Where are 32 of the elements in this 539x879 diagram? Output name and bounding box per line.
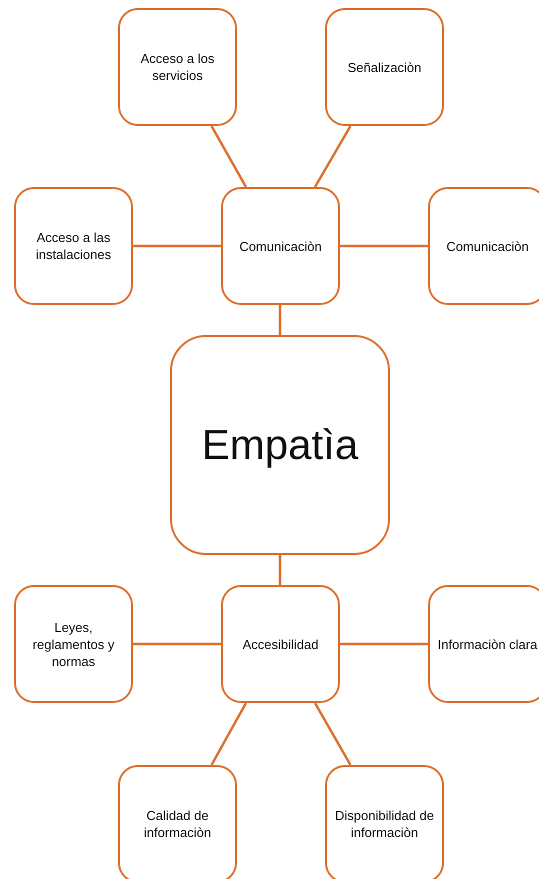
connector-line <box>340 244 428 248</box>
topic-label: Señalizaciòn <box>348 58 422 76</box>
topic-box <box>14 187 133 305</box>
topic-box <box>221 187 340 305</box>
topic-label: Leyes, reglamentos y normas <box>32 618 116 670</box>
connector-line <box>340 642 428 646</box>
topic-box <box>428 585 539 703</box>
connector-line <box>278 555 282 585</box>
connector-line <box>133 244 221 248</box>
topic-box <box>428 187 539 305</box>
topic-box <box>118 765 237 879</box>
topic-label: Accesibilidad <box>242 636 318 652</box>
topic-label: Comunicaciòn <box>446 238 529 254</box>
topic-box <box>325 8 444 126</box>
central-label: Empatìa <box>202 420 358 470</box>
central-box <box>170 335 390 555</box>
topic-box <box>14 585 133 703</box>
connector-line <box>278 305 282 335</box>
topic-label: Disponibilidad de informaciòn <box>334 807 435 841</box>
topic-box <box>118 8 237 126</box>
connector-line <box>314 125 352 188</box>
topic-label: Comunicaciòn <box>239 238 322 254</box>
topic-box <box>325 765 444 879</box>
topic-label: Calidad de informaciòn <box>142 807 212 841</box>
connector-line <box>133 642 221 646</box>
connector-line <box>314 702 352 766</box>
topic-label: Acceso a las instalaciones <box>34 229 112 263</box>
connector-line <box>210 125 248 188</box>
topic-label: Acceso a los servicios <box>140 50 216 84</box>
connector-line <box>210 702 248 766</box>
topic-box <box>221 585 340 703</box>
topic-label: Informaciòn clara <box>438 636 538 652</box>
